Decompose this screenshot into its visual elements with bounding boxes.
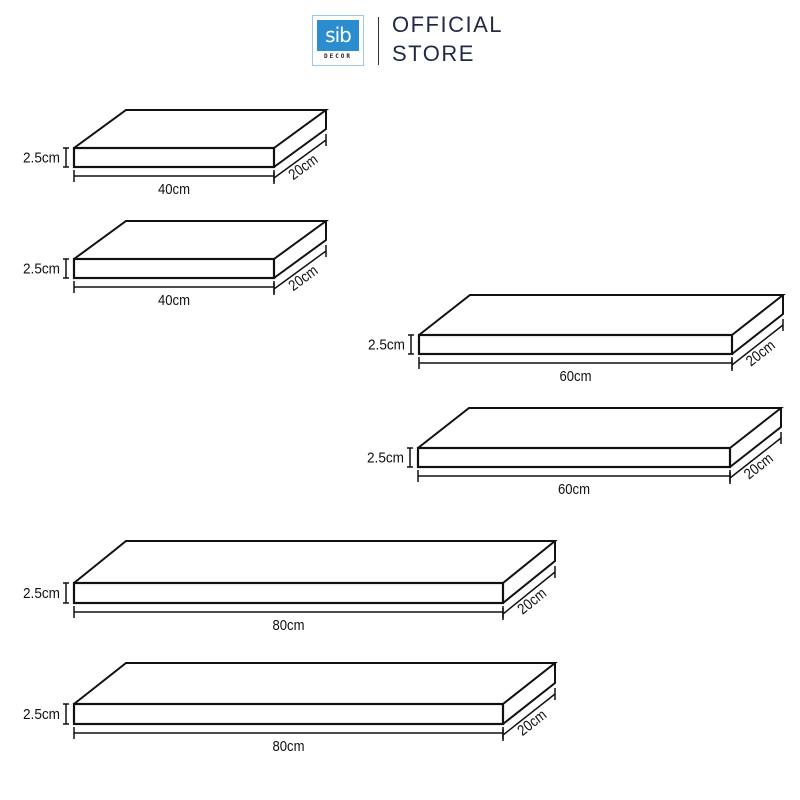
- shelf-side-face: [273, 221, 327, 279]
- length-label: 40cm: [158, 181, 190, 198]
- height-marker: [63, 147, 69, 168]
- logo-subtitle: DECOR: [323, 53, 353, 60]
- depth-dimension-line: [502, 688, 556, 741]
- store-label: STORE: [392, 41, 475, 66]
- depth-dimension-line: [729, 432, 782, 484]
- height-label: 2.5cm: [23, 150, 60, 167]
- height-label: 2.5cm: [23, 585, 60, 602]
- header-divider: [378, 17, 379, 65]
- shelf-side-face: [273, 110, 327, 168]
- shelf-side-face: [502, 663, 556, 725]
- logo-mark-text: sib: [325, 23, 352, 47]
- shelf-front-face: [417, 333, 734, 356]
- shelf-top-face: [73, 540, 558, 584]
- brand-logo: sib DECOR: [312, 15, 364, 66]
- height-marker: [407, 447, 413, 468]
- shelf-side-face: [729, 408, 782, 468]
- height-label: 2.5cm: [367, 450, 404, 467]
- shelf-front-face: [72, 702, 505, 726]
- height-marker: [63, 258, 69, 279]
- height-marker: [63, 582, 69, 604]
- shelf-front-face: [72, 581, 505, 605]
- height-marker: [408, 334, 414, 355]
- length-label: 80cm: [273, 617, 305, 634]
- depth-dimension-line: [502, 566, 556, 620]
- depth-dimension-line: [731, 319, 784, 371]
- shelf-top-face: [73, 220, 330, 260]
- shelf-front-face: [416, 446, 732, 469]
- shelf-side-face: [502, 541, 556, 604]
- shelf-top-face: [417, 407, 784, 449]
- official-label: OFFICIAL: [392, 12, 504, 37]
- height-label: 2.5cm: [23, 706, 60, 723]
- shelf-side-face: [731, 295, 784, 355]
- logo-mark-background: sib: [317, 20, 359, 51]
- depth-dimension-line: [273, 134, 327, 184]
- shelf-top-face: [73, 109, 330, 149]
- height-label: 2.5cm: [23, 261, 60, 278]
- shelf-front-face: [72, 146, 276, 169]
- shelf-front-face: [72, 257, 276, 280]
- length-label: 60cm: [558, 481, 590, 498]
- height-marker: [63, 703, 69, 725]
- length-label: 80cm: [273, 738, 305, 755]
- length-label: 60cm: [560, 368, 592, 385]
- depth-dimension-line: [273, 245, 327, 295]
- shelf-top-face: [418, 294, 786, 336]
- length-label: 40cm: [158, 292, 190, 309]
- shelf-top-face: [73, 662, 558, 705]
- height-label: 2.5cm: [368, 337, 405, 354]
